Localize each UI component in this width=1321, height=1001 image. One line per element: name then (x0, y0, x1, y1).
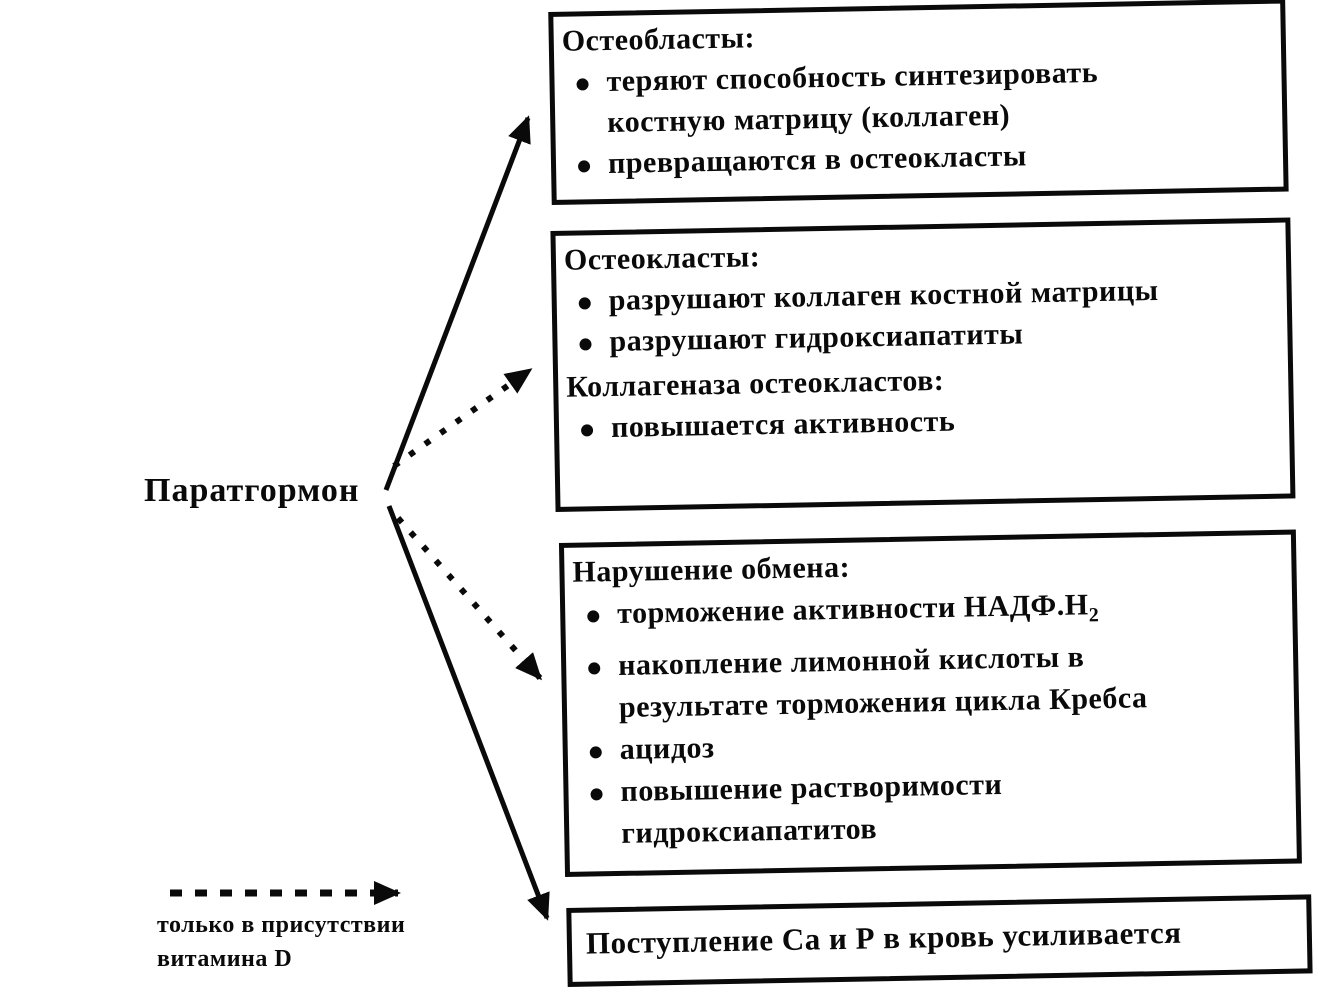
list-item: теряют способность синтезировать костную… (554, 49, 1282, 144)
box-osteoblasts-list: теряют способность синтезировать костную… (554, 49, 1283, 185)
nadph-text: торможение активности НАДФ.Н (616, 588, 1089, 630)
box-osteoclasts: Остеокласты: разрушают коллаген костной … (550, 217, 1296, 512)
source-label: Паратгормон (144, 472, 360, 509)
nadph-subscript: 2 (1088, 604, 1100, 627)
legend-text-line1: только в присутствии (157, 912, 406, 938)
legend-text-line2: витамина D (157, 946, 293, 972)
box-osteoclasts-list: разрушают коллаген костной матрицы разру… (556, 268, 1287, 363)
arrow-to-metabolism (395, 516, 543, 681)
arrow-to-osteoclasts (392, 367, 533, 469)
arrow-to-result (386, 505, 550, 921)
box-osteoblasts: Остеобласты: теряют способность синтезир… (548, 0, 1289, 205)
box-result: Поступление Са и Р в кровь усиливается (566, 894, 1313, 987)
arrow-to-osteoblasts (383, 115, 531, 491)
box-metabolism: Нарушение обмена: торможение активности … (558, 529, 1302, 877)
list-item: повышение растворимости гидроксиапатитов (568, 759, 1296, 856)
box-result-text: Поступление Са и Р в кровь усиливается (585, 914, 1182, 961)
list-item: накопление лимонной кислоты в результате… (566, 633, 1294, 730)
box-metabolism-list: торможение активности НАДФ.Н2 накопление… (565, 581, 1297, 856)
